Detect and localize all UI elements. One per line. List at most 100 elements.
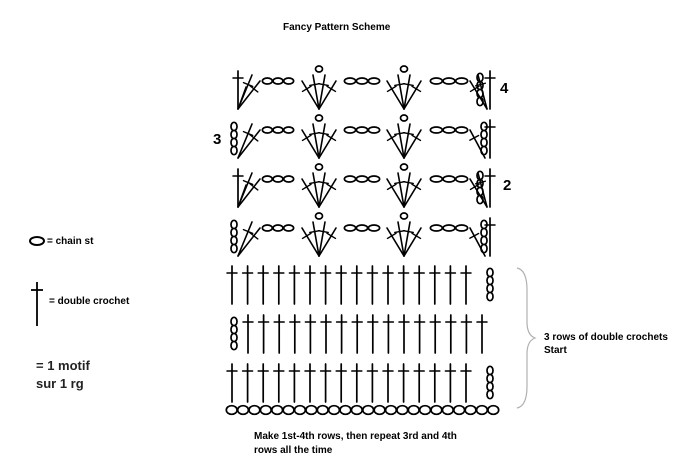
fan-double-crochet-bar [386, 134, 397, 142]
chain-st [282, 224, 295, 232]
turning-chain [476, 194, 484, 205]
fan-double-crochet-bar [242, 228, 254, 235]
foundation-chain-st [305, 404, 318, 416]
turning-chain [486, 365, 494, 376]
fan-double-crochet [386, 80, 405, 110]
chain-st [355, 126, 369, 134]
chain-st [454, 77, 469, 85]
page-title: Fancy Pattern Scheme [283, 22, 391, 33]
fan-top-chain [314, 163, 324, 171]
foundation-chain-st [316, 404, 329, 416]
chain-st-legend-icon [29, 236, 45, 246]
turning-chain [480, 145, 488, 156]
foundation-chain-st [248, 404, 261, 416]
chain-st [429, 224, 444, 232]
bracket-label: 3 rows of double crochets Start [544, 331, 668, 357]
fan-double-crochet-bar [249, 232, 259, 240]
fan-double-crochet [403, 74, 411, 110]
fan-double-crochet-bar [242, 81, 254, 88]
fan-double-crochet [397, 221, 405, 257]
fan-double-crochet [397, 123, 405, 159]
chain-st [367, 175, 381, 183]
fan-double-crochet [403, 80, 422, 110]
chain-st [429, 126, 444, 134]
fan-double-crochet-bar [411, 85, 422, 93]
fan-double-crochet-bar [386, 183, 397, 191]
turning-chain [480, 235, 488, 246]
fan-double-crochet [237, 172, 253, 208]
fan-double-crochet-bar [402, 229, 414, 234]
turning-chain [230, 121, 238, 132]
fan-double-crochet-bar [326, 85, 337, 93]
fan-double-crochet [386, 129, 405, 159]
fan-double-crochet [301, 129, 320, 159]
fan-double-crochet [318, 227, 337, 257]
double-crochet-legend-label: = double crochet [49, 296, 130, 307]
chain-st [355, 77, 369, 85]
foundation-chain-st [259, 404, 273, 416]
chain-st [272, 126, 284, 134]
fan-double-crochet [403, 227, 422, 257]
row-number-4: 4 [500, 80, 509, 97]
fan-double-crochet [318, 129, 337, 159]
foundation-chain-st [236, 404, 250, 416]
fan-double-crochet [403, 221, 411, 257]
turning-chain [480, 227, 488, 238]
row-number-2: 2 [503, 177, 512, 194]
chain-st [367, 224, 381, 232]
fan-double-crochet-bar [249, 134, 259, 142]
fan-double-crochet [397, 172, 405, 208]
fan-double-crochet-bar [469, 134, 480, 141]
fan-double-crochet [318, 74, 326, 110]
foundation-chain-st [384, 404, 398, 416]
turning-chain [230, 316, 238, 327]
motif-legend-line2: sur 1 rg [36, 376, 84, 391]
turning-chain [486, 267, 494, 278]
fan-double-crochet-bar [249, 85, 259, 93]
fan-double-crochet-bar [301, 183, 312, 191]
chain-st [282, 77, 295, 85]
chain-st [355, 175, 369, 183]
chain-st [272, 224, 284, 232]
fan-double-crochet-bar [402, 82, 414, 87]
fan-double-crochet [301, 227, 320, 257]
fan-double-crochet [386, 178, 405, 208]
fan-double-crochet [318, 172, 326, 208]
fan-double-crochet-bar [242, 179, 254, 186]
turning-chain [486, 283, 494, 294]
fan-double-crochet-bar [386, 85, 397, 93]
foundation-chain-st [475, 404, 489, 416]
fan-double-crochet [469, 178, 488, 208]
fan-double-crochet-bar [326, 183, 337, 191]
double-crochet-legend-icon [31, 282, 43, 326]
fan-double-crochet [318, 123, 326, 159]
foundation-chain-st [225, 404, 238, 416]
foundation-chain-st [407, 404, 420, 416]
turning-chain [486, 373, 494, 384]
foundation-chain-st [418, 404, 432, 416]
fan-double-crochet-bar [326, 134, 337, 142]
fan-double-crochet-bar [317, 229, 329, 234]
fan-double-crochet-bar [326, 232, 337, 240]
chain-st-legend-label: = chain st [47, 236, 94, 247]
fan-double-crochet [318, 221, 326, 257]
fan-double-crochet-bar [242, 130, 254, 137]
turning-chain [486, 389, 494, 400]
fan-double-crochet-bar [402, 180, 414, 185]
fan-top-chain [399, 212, 409, 220]
turning-chain [480, 243, 488, 254]
turning-chain [486, 381, 494, 392]
chain-st [343, 126, 357, 134]
fan-double-crochet [386, 227, 405, 257]
chain-st [343, 224, 357, 232]
fan-double-crochet [237, 80, 261, 110]
fan-double-crochet [312, 74, 320, 110]
fan-double-crochet-bar [301, 85, 312, 93]
fan-double-crochet [318, 178, 337, 208]
fan-top-chain [399, 65, 409, 73]
turning-chain [230, 129, 238, 140]
chain-st [429, 77, 444, 85]
rows-bracket [516, 267, 537, 409]
turning-chain [230, 219, 238, 230]
